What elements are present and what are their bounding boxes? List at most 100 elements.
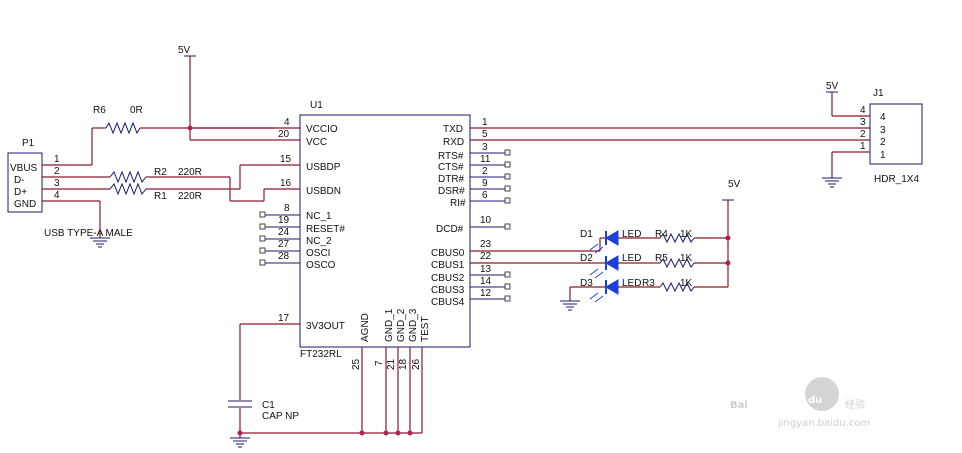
- resistor-r1: R1 220R: [109, 164, 300, 202]
- svg-text:18: 18: [398, 358, 409, 370]
- svg-text:4: 4: [860, 105, 866, 116]
- svg-text:R2: R2: [154, 167, 167, 178]
- svg-text:CBUS1: CBUS1: [431, 260, 465, 271]
- svg-text:8: 8: [284, 203, 290, 214]
- svg-text:0R: 0R: [130, 105, 143, 116]
- svg-text:OSCI: OSCI: [306, 248, 330, 259]
- resistor-r5: R5 1K: [655, 253, 728, 269]
- svg-text:19: 19: [278, 215, 290, 226]
- svg-text:R5: R5: [655, 253, 668, 264]
- paw-icon: [805, 377, 839, 411]
- svg-text:DCD#: DCD#: [436, 224, 464, 235]
- u1-body: [299, 114, 471, 348]
- svg-text:VCCIO: VCCIO: [306, 124, 338, 135]
- svg-text:VCC: VCC: [306, 137, 327, 148]
- u1-value: FT232RL: [300, 349, 342, 360]
- vcc-supply-top: 5V: [178, 45, 196, 128]
- svg-text:CTS#: CTS#: [438, 162, 464, 173]
- p1-pin4-num: 4: [54, 190, 60, 201]
- svg-text:DSR#: DSR#: [438, 186, 465, 197]
- svg-text:10: 10: [480, 215, 492, 226]
- svg-text:1: 1: [860, 141, 866, 152]
- resistor-r3: R3 1K: [642, 278, 728, 293]
- svg-text:14: 14: [480, 276, 492, 287]
- j1-ref: J1: [873, 88, 884, 99]
- supply-label-top: 5V: [178, 45, 191, 56]
- svg-text:5: 5: [482, 129, 488, 140]
- svg-text:3: 3: [482, 142, 488, 153]
- svg-text:28: 28: [278, 251, 290, 262]
- p1-pin2-num: 2: [54, 166, 60, 177]
- p1-ref: P1: [22, 138, 35, 149]
- svg-text:RESET#: RESET#: [306, 224, 345, 235]
- svg-text:RTS#: RTS#: [438, 151, 464, 162]
- svg-text:2: 2: [880, 137, 886, 148]
- p1-value: USB TYPE-A MALE: [44, 228, 133, 239]
- svg-text:C1: C1: [262, 400, 275, 411]
- svg-text:3: 3: [880, 125, 886, 136]
- svg-text:R6: R6: [93, 105, 106, 116]
- svg-text:6: 6: [482, 190, 488, 201]
- resistor-r4: R4 1K: [655, 229, 728, 244]
- p1-pin-dplus-label: D+: [14, 187, 27, 198]
- svg-text:LED: LED: [622, 278, 641, 289]
- svg-text:CBUS4: CBUS4: [431, 297, 465, 308]
- svg-text:USBDN: USBDN: [306, 186, 341, 197]
- svg-text:24: 24: [278, 227, 290, 238]
- ground-bus: [240, 347, 423, 436]
- resistor-r6: R6 0R: [91, 105, 274, 165]
- svg-text:2: 2: [860, 129, 866, 140]
- led-d1: D1 LED: [470, 229, 660, 254]
- gnd-symbol-p1: [90, 201, 110, 248]
- vcc-supply-j1: 5V: [826, 81, 839, 116]
- svg-text:17: 17: [278, 313, 290, 324]
- svg-text:7: 7: [374, 360, 385, 366]
- gnd-symbol-c1: [230, 430, 250, 448]
- svg-text:D2: D2: [580, 253, 593, 264]
- svg-text:LED: LED: [622, 253, 641, 264]
- svg-text:TXD: TXD: [443, 124, 463, 135]
- u1-ref: U1: [310, 100, 323, 111]
- capacitor-c1: C1 CAP NP: [228, 323, 300, 438]
- led-d3: D3 LED: [569, 278, 660, 303]
- svg-text:3: 3: [860, 117, 866, 128]
- svg-text:22: 22: [480, 251, 492, 262]
- gnd-symbol-j1: [822, 152, 842, 188]
- svg-text:D1: D1: [580, 229, 593, 240]
- svg-text:1K: 1K: [680, 253, 693, 264]
- svg-text:DTR#: DTR#: [438, 174, 465, 185]
- svg-text:R4: R4: [655, 229, 668, 240]
- svg-text:1: 1: [880, 150, 886, 161]
- svg-text:CBUS3: CBUS3: [431, 285, 465, 296]
- svg-text:13: 13: [480, 264, 492, 275]
- svg-text:CBUS0: CBUS0: [431, 248, 465, 259]
- j1-body: [869, 103, 923, 165]
- p1-pin-vbus-label: VBUS: [10, 163, 38, 174]
- svg-text:Bai: Bai: [730, 400, 748, 411]
- svg-text:16: 16: [280, 178, 292, 189]
- j1-value: HDR_1X4: [874, 174, 919, 185]
- svg-text:25: 25: [351, 358, 362, 370]
- svg-text:OSCO: OSCO: [306, 260, 336, 271]
- svg-text:NC_1: NC_1: [306, 211, 332, 222]
- p1-pin3-num: 3: [54, 178, 60, 189]
- p1-pin1-num: 1: [54, 154, 60, 165]
- svg-text:RI#: RI#: [450, 198, 466, 209]
- svg-text:CAP NP: CAP NP: [262, 411, 299, 422]
- svg-text:经验: 经验: [845, 398, 865, 411]
- svg-text:4: 4: [880, 112, 886, 123]
- svg-text:220R: 220R: [178, 191, 202, 202]
- svg-text:jingyan.baidu.com: jingyan.baidu.com: [777, 418, 870, 429]
- svg-text:du: du: [808, 395, 822, 406]
- svg-text:NC_2: NC_2: [306, 236, 332, 247]
- svg-text:USBDP: USBDP: [306, 162, 341, 173]
- resistor-r2: R2 220R: [109, 167, 300, 202]
- svg-text:220R: 220R: [178, 167, 202, 178]
- svg-text:GND_3: GND_3: [408, 308, 419, 342]
- svg-text:GND_2: GND_2: [396, 308, 407, 342]
- p1-pin-dminus-label: D-: [14, 175, 25, 186]
- svg-text:5V: 5V: [728, 179, 741, 190]
- svg-text:23: 23: [480, 239, 492, 250]
- svg-text:LED: LED: [622, 229, 641, 240]
